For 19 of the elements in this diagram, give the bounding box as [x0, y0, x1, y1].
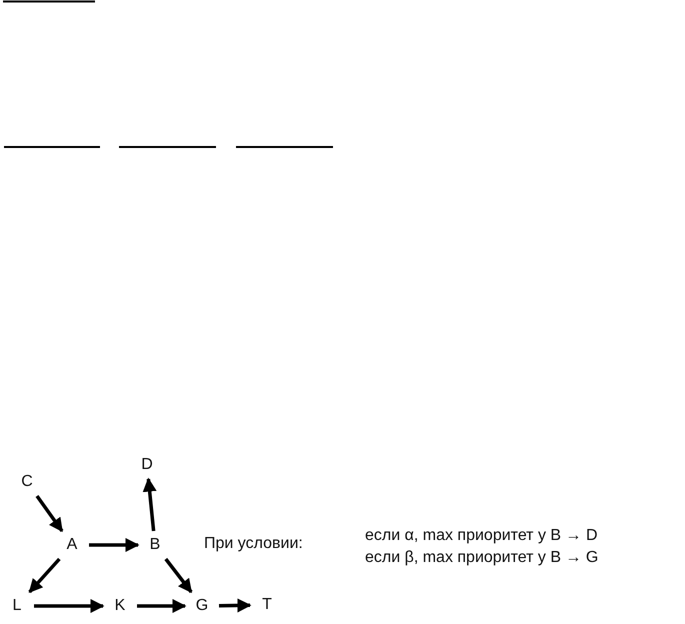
node-letter: K [114, 597, 126, 615]
node-letter: B [150, 536, 160, 554]
node-letter: L [12, 597, 22, 615]
arrow [164, 558, 193, 594]
arrow [89, 538, 140, 552]
arrow [142, 478, 157, 532]
arrow [137, 599, 186, 613]
node-letter: C [21, 473, 33, 491]
condition-text: если α, max приоритет у B → D [365, 527, 598, 545]
condition-text: если β, max приоритет у B → G [365, 549, 598, 567]
condition-heading: При условии: [204, 535, 303, 553]
node-letter: D [141, 456, 153, 474]
arrow [28, 558, 61, 594]
node-letter: A [66, 536, 78, 554]
node-letter: G [196, 597, 208, 615]
arrow [218, 598, 252, 612]
node-letter: T [262, 596, 272, 614]
arrow [34, 599, 104, 613]
arrow [36, 494, 64, 532]
